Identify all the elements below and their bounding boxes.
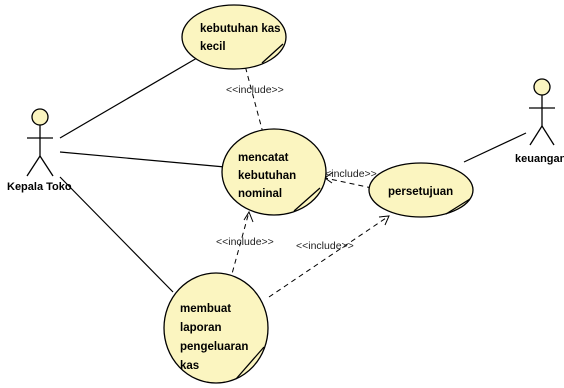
associations [59, 57, 527, 293]
include-label-mencatat-to-kebutuhan: <<include>> [226, 84, 284, 96]
use-case-label-line: kas [180, 360, 199, 372]
actor-label-kepala-toko: Kepala Toko [7, 181, 72, 193]
use-case-mencatat-kebutuhan-nominal[interactable]: mencatat kebutuhan nominal [221, 128, 327, 216]
actor-head-icon [31, 108, 49, 126]
use-case-corner-mark [261, 43, 284, 64]
use-case-persetujuan[interactable]: persetujuan [368, 162, 474, 218]
include-membuat-to-mencatat-line[interactable] [229, 211, 250, 282]
association-kepala-toko-membuat-laporan[interactable] [59, 176, 174, 293]
include-membuat-to-persetujuan-line[interactable] [268, 215, 390, 298]
include-mencatat-to-kebutuhan-line[interactable] [242, 57, 264, 134]
association-kepala-toko-mencatat-kebutuhan-nominal[interactable] [59, 151, 226, 168]
use-case-corner-mark [445, 198, 471, 215]
actor-kepala-toko[interactable] [26, 108, 54, 177]
use-case-label-line: membuat [180, 303, 231, 315]
include-label-membuat-to-mencatat: <<include>> [216, 236, 274, 248]
use-case-kebutuhan-kas-kecil[interactable]: kebutuhan kas kecil [181, 4, 287, 70]
use-case-ellipse[interactable] [181, 4, 287, 70]
use-case-label-line: kebutuhan kas [200, 23, 281, 35]
use-case-label-line: nominal [238, 188, 282, 200]
association-kepala-toko-kebutuhan-kas-kecil[interactable] [59, 57, 198, 139]
actor-label-keuangan: keuangan [515, 153, 564, 165]
use-case-label-line: mencatat [238, 152, 289, 164]
use-case-label-line: pengeluaran [180, 341, 248, 353]
actor-right-leg [541, 125, 555, 146]
use-case-ellipse[interactable] [368, 162, 474, 218]
use-case-ellipse[interactable] [221, 128, 327, 216]
use-case-corner-mark [293, 187, 321, 212]
use-case-label-line: persetujuan [388, 186, 453, 198]
include-label-persetujuan-to-mencatat: <<include>> [319, 168, 377, 180]
actor-right-leg [39, 155, 54, 177]
include-membuat-to-mencatat-arrowhead [243, 210, 254, 223]
actor-left-leg [26, 155, 41, 177]
use-case-label-line: kebutuhan [238, 170, 296, 182]
actor-keuangan[interactable] [529, 78, 555, 146]
use-case-ellipse[interactable] [163, 272, 269, 384]
use-case-membuat-laporan-pengeluaran-kas[interactable]: membuat laporan pengeluaran kas [163, 272, 269, 384]
actor-left-leg [529, 125, 543, 146]
use-case-corner-mark [235, 346, 265, 380]
include-label-membuat-to-persetujuan: <<include>> [296, 240, 354, 252]
include-persetujuan-to-mencatat-line[interactable] [324, 177, 373, 189]
actor-head-icon [533, 78, 551, 96]
use-case-label-line: laporan [180, 322, 222, 334]
association-keuangan-persetujuan[interactable] [463, 132, 527, 163]
include-membuat-to-persetujuan-arrowhead [378, 215, 390, 226]
use-case-label-line: kecil [200, 41, 226, 53]
